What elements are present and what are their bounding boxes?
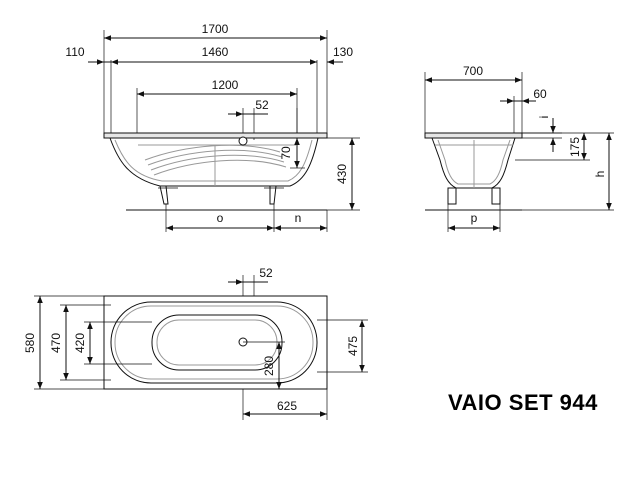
- dim-625: 625: [277, 399, 297, 413]
- dim-52-side: 52: [255, 98, 269, 112]
- side-view: 1700 110 1460 130 1200 52 70: [65, 22, 360, 232]
- dim-580: 580: [23, 333, 37, 353]
- dim-175: 175: [568, 137, 582, 157]
- dim-1700: 1700: [202, 22, 229, 36]
- dim-i: i: [537, 116, 551, 119]
- end-view: 700 60 i 175 h p: [424, 64, 614, 232]
- dim-110: 110: [65, 45, 84, 59]
- dim-280: 280: [262, 356, 276, 376]
- dim-p: p: [471, 211, 478, 225]
- dim-o: o: [217, 211, 224, 225]
- dim-70: 70: [279, 146, 293, 160]
- dim-1200: 1200: [212, 78, 239, 92]
- overflow-icon: [238, 136, 248, 146]
- dim-130: 130: [333, 45, 353, 59]
- dim-52-top: 52: [259, 266, 273, 280]
- dim-470: 470: [49, 333, 63, 353]
- dim-475: 475: [346, 336, 360, 356]
- dim-1460: 1460: [202, 45, 229, 59]
- dim-n: n: [295, 211, 302, 225]
- product-title: VAIO SET 944: [448, 390, 598, 415]
- dim-60: 60: [533, 87, 547, 101]
- dim-420: 420: [73, 333, 87, 353]
- tub-top-outline: [103, 295, 328, 390]
- dim-430: 430: [335, 164, 349, 184]
- dim-700: 700: [463, 64, 483, 78]
- dim-h: h: [593, 171, 607, 178]
- top-view: 52 580 470 420 475 280: [23, 266, 368, 420]
